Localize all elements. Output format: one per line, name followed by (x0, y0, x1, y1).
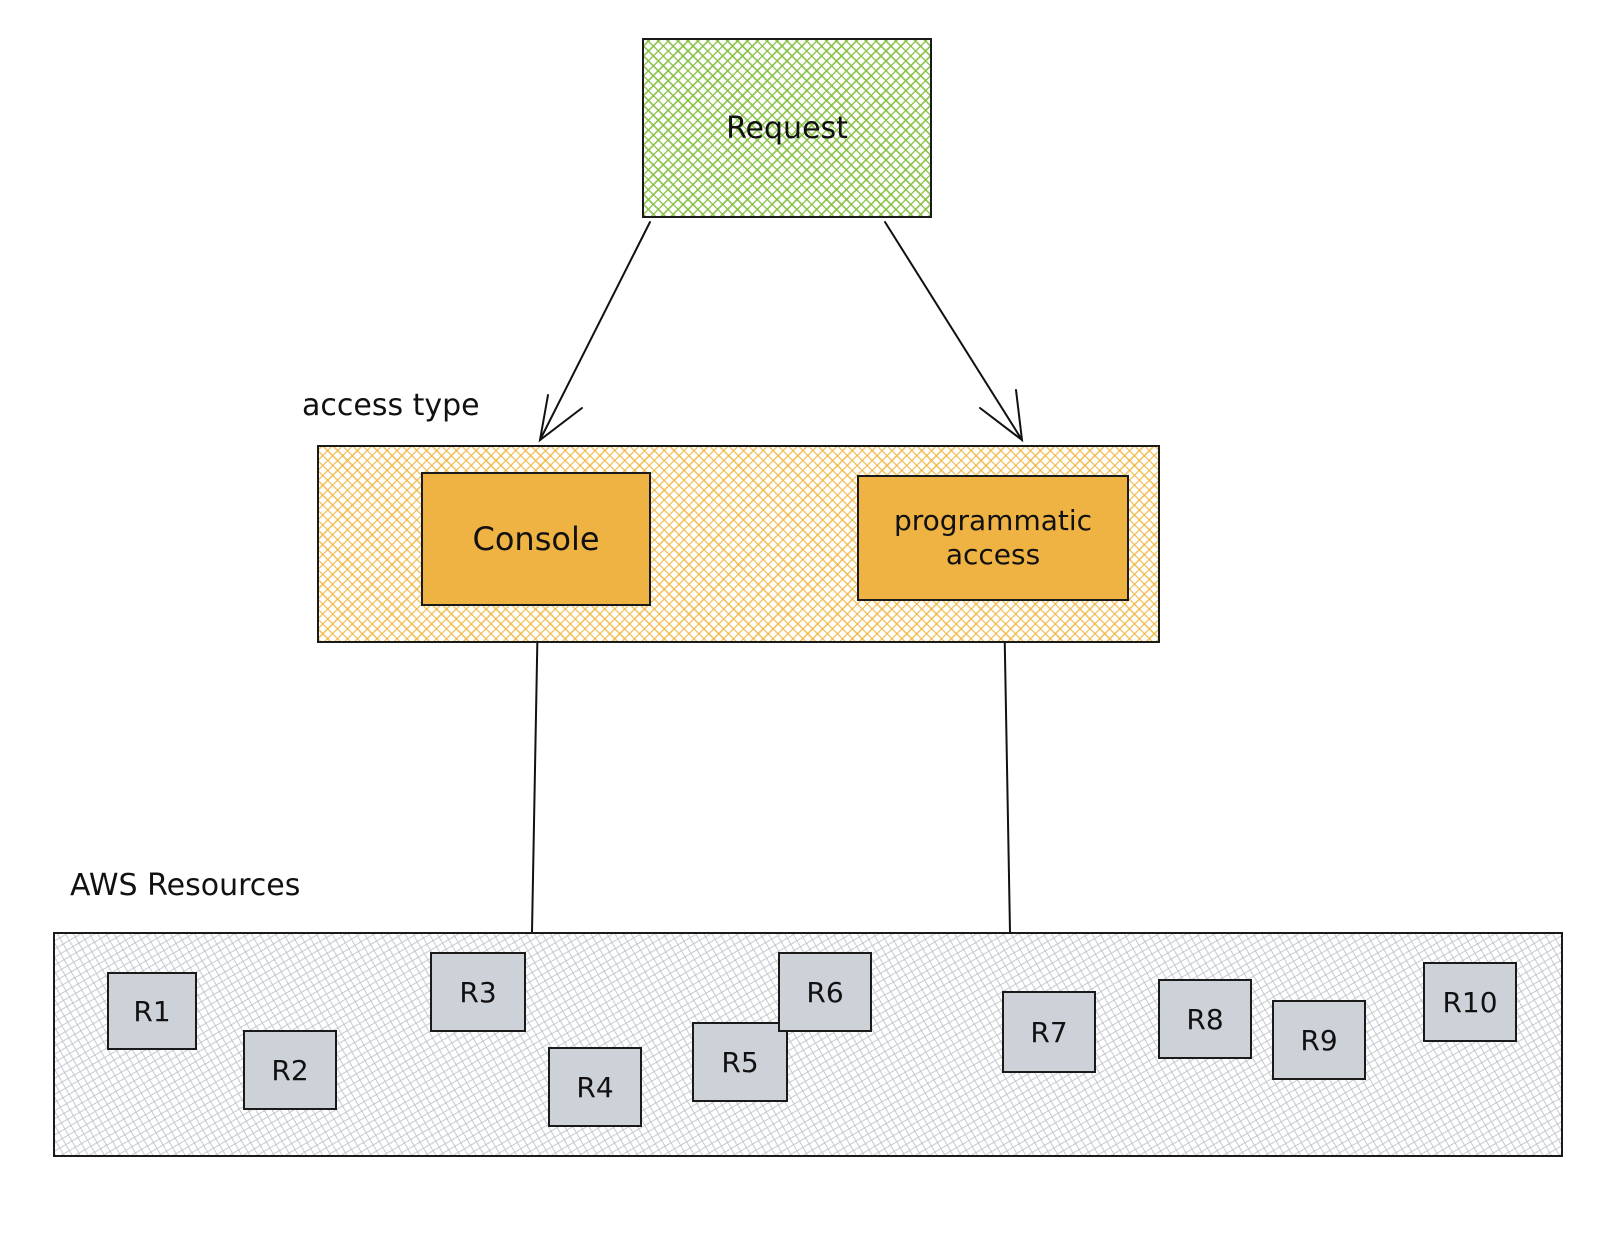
arrow-request-to-programmatic (884, 221, 1024, 443)
resource-r8: R8 (1158, 979, 1252, 1059)
resource-r3: R3 (430, 952, 526, 1032)
resource-label: R10 (1442, 985, 1498, 1019)
resource-label: R2 (271, 1053, 309, 1087)
line-console-to-resources (531, 605, 539, 933)
resource-label: R4 (576, 1070, 614, 1104)
resource-r1: R1 (107, 972, 197, 1050)
console-label: Console (472, 520, 600, 558)
access-type-title: access type (302, 388, 480, 423)
resource-r5: R5 (692, 1022, 788, 1102)
resource-label: R8 (1186, 1002, 1224, 1036)
request-node: Request (642, 38, 932, 218)
resource-label: R9 (1300, 1023, 1338, 1057)
resource-r4: R4 (548, 1047, 642, 1127)
resource-r10: R10 (1423, 962, 1517, 1042)
resource-label: R7 (1030, 1015, 1068, 1049)
programmatic-access-label: programmatic access (893, 504, 1093, 571)
request-label: Request (726, 110, 848, 146)
resource-label: R5 (721, 1045, 759, 1079)
aws-resources-title: AWS Resources (70, 868, 301, 903)
resource-label: R6 (806, 975, 844, 1009)
resource-label: R3 (459, 975, 497, 1009)
resource-r2: R2 (243, 1030, 337, 1110)
resource-r6: R6 (778, 952, 872, 1032)
line-programmatic-to-resources (1003, 600, 1011, 933)
console-node: Console (421, 472, 651, 606)
resource-r9: R9 (1272, 1000, 1366, 1080)
programmatic-access-node: programmatic access (857, 475, 1129, 601)
resource-label: R1 (133, 994, 171, 1028)
arrow-request-to-console (538, 221, 651, 443)
resource-r7: R7 (1002, 991, 1096, 1073)
